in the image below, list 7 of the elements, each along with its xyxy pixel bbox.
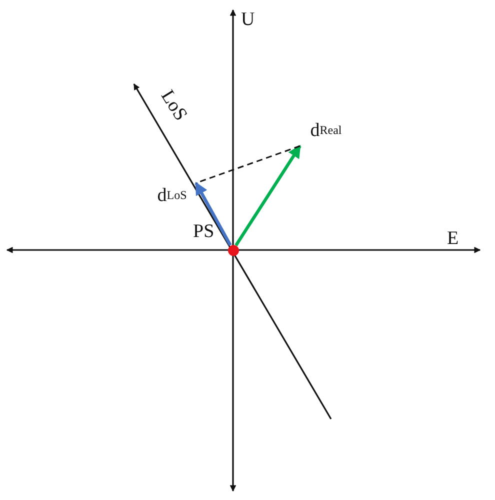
projection-line — [196, 145, 300, 184]
arrow — [194, 182, 232, 246]
arrow — [234, 144, 302, 246]
axis-label: E — [447, 229, 459, 248]
axis-label: U — [241, 10, 255, 29]
point-label: PS — [193, 222, 214, 241]
axis-label: LoS — [157, 87, 190, 124]
